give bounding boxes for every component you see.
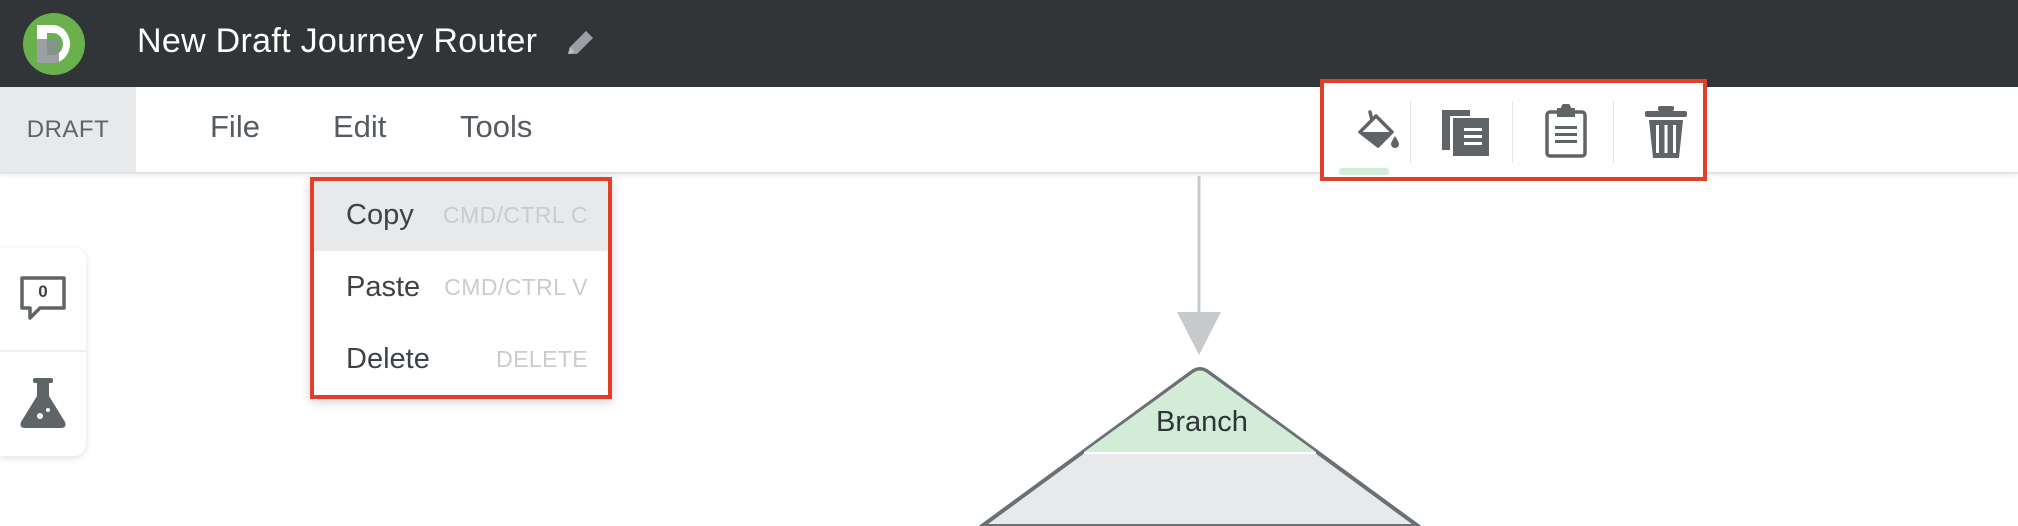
connector-arrow <box>1177 312 1221 355</box>
paste-button[interactable] <box>1517 89 1615 175</box>
menu-item-delete[interactable]: Delete DELETE <box>314 325 608 395</box>
comments-button[interactable]: 0 <box>0 248 86 350</box>
paste-icon <box>1545 104 1587 158</box>
menu-edit[interactable]: Edit <box>333 109 387 144</box>
flask-icon <box>20 378 66 428</box>
paint-bucket-icon <box>1358 110 1399 148</box>
menu-file[interactable]: File <box>210 109 260 144</box>
menu-bar: DRAFT File Edit Tools <box>0 87 2018 174</box>
side-panel: 0 <box>0 248 86 456</box>
trash-icon <box>1645 106 1687 158</box>
toolbar-icon-group <box>1320 79 1707 181</box>
journey-canvas <box>978 176 1422 526</box>
menu-item-label: Copy <box>346 199 414 231</box>
menu-item-shortcut: DELETE <box>496 346 588 372</box>
comment-icon <box>20 276 66 320</box>
comment-count: 0 <box>38 282 48 301</box>
menu-item-label: Paste <box>346 271 421 303</box>
toolbar-divider <box>1410 101 1411 163</box>
menu-item-copy[interactable]: Copy CMD/CTRL C <box>314 181 608 251</box>
delete-button[interactable] <box>1617 89 1715 175</box>
edit-dropdown-menu: Copy CMD/CTRL C Paste CMD/CTRL V Delete … <box>310 177 612 399</box>
menu-item-paste[interactable]: Paste CMD/CTRL V <box>314 253 608 323</box>
active-tool-indicator <box>1339 168 1389 175</box>
copy-button[interactable] <box>1417 89 1515 175</box>
copy-icon <box>1442 110 1489 156</box>
status-badge: DRAFT <box>0 87 136 172</box>
test-lab-button[interactable] <box>0 352 86 454</box>
menu-tools[interactable]: Tools <box>460 109 533 144</box>
paint-tool-button[interactable] <box>1328 89 1426 175</box>
menu-item-shortcut: CMD/CTRL V <box>444 274 588 300</box>
title-bar: New Draft Journey Router <box>0 0 2018 87</box>
menu-item-shortcut: CMD/CTRL C <box>443 202 588 228</box>
pencil-icon[interactable] <box>562 26 598 62</box>
branch-node[interactable] <box>978 367 1422 526</box>
toolbar-divider <box>1613 101 1614 163</box>
side-panel-divider <box>0 350 86 352</box>
toolbar-divider <box>1512 101 1513 163</box>
journey-title: New Draft Journey Router <box>137 22 538 60</box>
app-logo-icon[interactable] <box>23 13 85 75</box>
branch-node-label: Branch <box>1156 406 1248 438</box>
menu-item-label: Delete <box>346 343 430 375</box>
